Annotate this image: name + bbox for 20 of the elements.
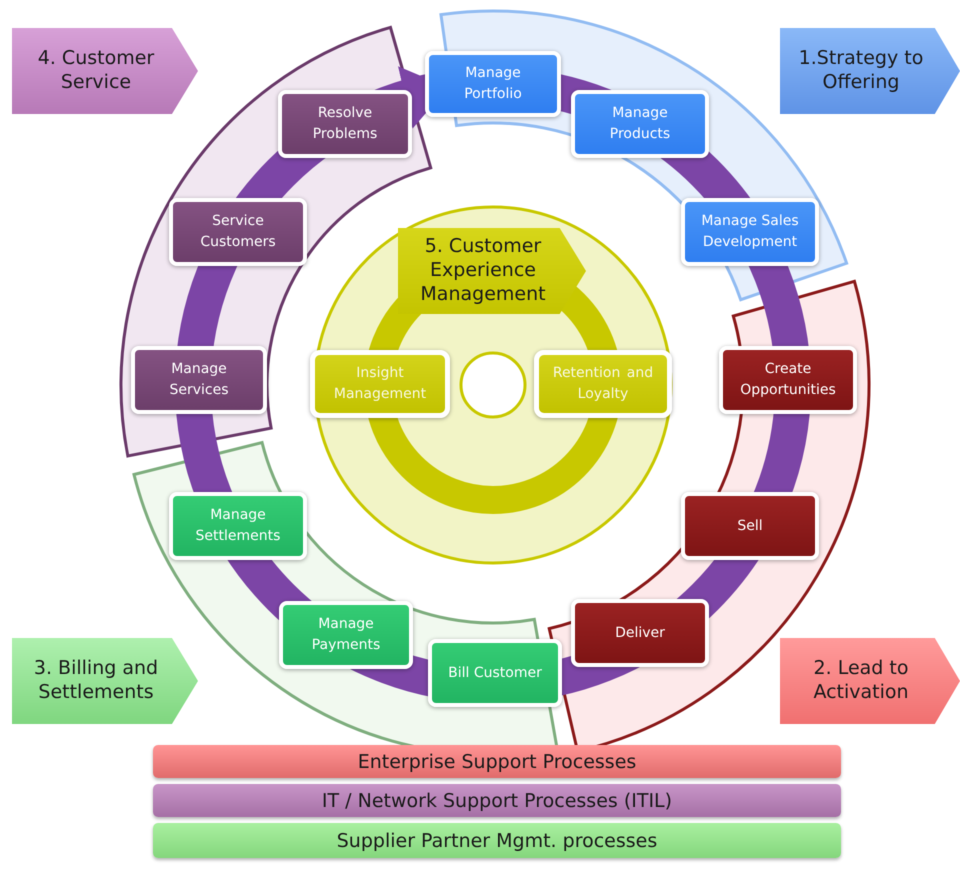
process-box: Manage Sales Development — [681, 198, 819, 266]
pentagon-arrow-label: 3. Billing and Settlements — [12, 638, 198, 724]
process-box: Manage Payments — [279, 601, 413, 669]
support-process-bar: IT / Network Support Processes (ITIL) — [153, 784, 841, 817]
pentagon-arrow-label: 1.Strategy to Offering — [780, 28, 960, 114]
pentagon-arrow-label: 2. Lead to Activation — [780, 638, 960, 724]
process-box: Manage Settlements — [169, 492, 307, 560]
process-box: Resolve Problems — [278, 90, 412, 158]
support-process-bar: Supplier Partner Mgmt. processes — [153, 823, 841, 858]
process-box: Manage Services — [131, 346, 267, 414]
process-box: Bill Customer — [428, 639, 562, 707]
process-box: Sell — [681, 492, 819, 560]
pentagon-arrow-label: 4. Customer Service — [12, 28, 198, 114]
process-box: Service Customers — [169, 198, 307, 266]
pentagon-arrow-label: 5. Customer Experience Management — [398, 228, 586, 314]
process-box: Manage Products — [571, 90, 709, 158]
support-process-bar: Enterprise Support Processes — [153, 745, 841, 778]
process-box: Deliver — [571, 599, 709, 667]
process-box: Retention and Loyalty — [534, 350, 672, 418]
process-box: Manage Portfolio — [425, 51, 561, 117]
